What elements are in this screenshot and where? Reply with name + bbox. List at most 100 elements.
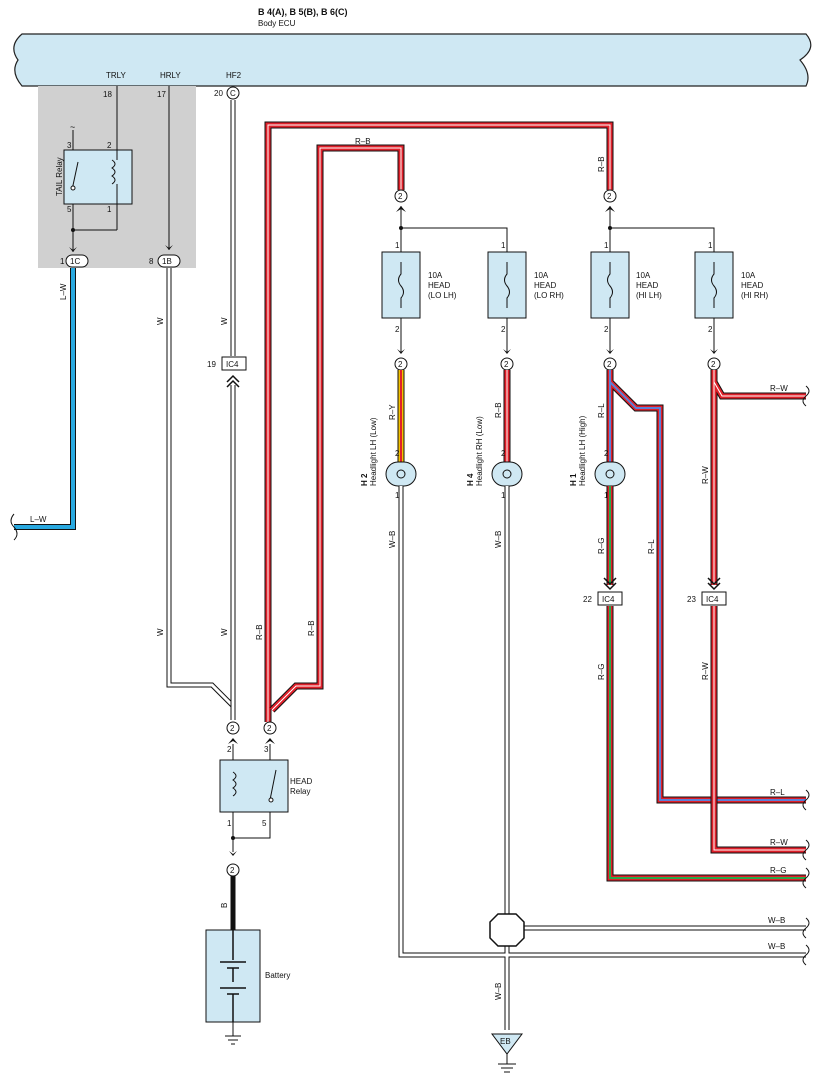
svg-text:(HI LH): (HI LH)	[636, 291, 662, 300]
tail-relay-pin1: 1	[107, 205, 112, 214]
pin-hf2: HF2	[226, 71, 242, 80]
svg-text:2: 2	[604, 325, 609, 334]
pin-hf2-conn: C	[230, 89, 236, 98]
ecu-name: Body ECU	[258, 19, 296, 28]
svg-text:Battery: Battery	[265, 971, 290, 980]
connector-1b	[157, 254, 181, 268]
connector-1c-label: 1C	[70, 257, 80, 266]
svg-text:10A: 10A	[534, 271, 549, 280]
wire-label-rw-3: R–W	[701, 662, 710, 680]
svg-text:(LO RH): (LO RH)	[534, 291, 564, 300]
tail-relay-wave: ~	[70, 122, 75, 132]
ground-eb	[491, 1033, 523, 1055]
headlight-rh-low: 2 1 H 4 Headlight RH (Low)	[466, 416, 523, 500]
svg-text:(HI RH): (HI RH)	[741, 291, 768, 300]
svg-text:10A: 10A	[428, 271, 443, 280]
connector-ic4-19	[221, 356, 247, 371]
svg-text:2: 2	[398, 192, 403, 201]
svg-text:1: 1	[501, 491, 506, 500]
wire-label-wb-1: W–B	[388, 531, 397, 548]
pin-trly: TRLY	[106, 71, 127, 80]
tail-relay-label: TAIL Relay	[55, 157, 64, 196]
wire-label-rb-4: R–B	[307, 620, 316, 636]
svg-text:HEAD: HEAD	[636, 281, 658, 290]
wire-label-rb-1: R–B	[355, 137, 371, 146]
fuse-head-hi-rh: 1 2 10A HEAD (HI RH)	[694, 241, 768, 334]
pin-18: 18	[103, 90, 112, 99]
battery: Battery	[205, 929, 290, 1023]
svg-text:H 2: H 2	[360, 473, 369, 486]
svg-text:Headlight LH (High): Headlight LH (High)	[578, 415, 587, 486]
connector-2-hi-top	[603, 189, 617, 203]
svg-text:Headlight LH (Low): Headlight LH (Low)	[369, 417, 378, 486]
ground-splice	[489, 913, 525, 947]
svg-text:2: 2	[711, 360, 716, 369]
svg-text:2: 2	[230, 724, 235, 733]
svg-text:2: 2	[398, 360, 403, 369]
connector-1b-label: 1B	[162, 257, 172, 266]
svg-text:2: 2	[395, 325, 400, 334]
tail-relay-pin3: 3	[67, 141, 72, 150]
wire-label-w-2: W	[220, 317, 229, 325]
pin-20: 20	[214, 89, 223, 98]
svg-text:10A: 10A	[636, 271, 651, 280]
wire-label-lw-2: L–W	[30, 515, 47, 524]
svg-text:5: 5	[262, 819, 267, 828]
svg-text:1: 1	[395, 491, 400, 500]
svg-text:1: 1	[395, 241, 400, 250]
svg-text:1: 1	[227, 819, 232, 828]
connector-ic4-23	[701, 591, 727, 606]
svg-text:2: 2	[504, 360, 509, 369]
wire-label-rb-2: R–B	[597, 156, 606, 172]
ground-eb-label: EB	[500, 1037, 511, 1046]
connector-1c	[65, 254, 89, 268]
svg-text:2: 2	[604, 449, 609, 458]
pin-hf2-circle	[226, 86, 240, 100]
svg-text:2: 2	[501, 325, 506, 334]
wire-label-rg-2: R–G	[597, 664, 606, 680]
svg-text:HEAD: HEAD	[534, 281, 556, 290]
wire-label-rb-3: R–B	[255, 624, 264, 640]
ic4-23-num: 23	[687, 595, 696, 604]
svg-text:IC4: IC4	[706, 595, 719, 604]
wire-label-rw-1: R–W	[770, 384, 788, 393]
svg-text:Headlight RH (Low): Headlight RH (Low)	[475, 416, 484, 486]
ic4-19-num: 19	[207, 360, 216, 369]
svg-text:H 4: H 4	[466, 473, 475, 486]
wire-label-lw-1: L–W	[59, 283, 68, 300]
svg-text:2: 2	[395, 449, 400, 458]
svg-text:2: 2	[607, 360, 612, 369]
battery-ground-icon	[225, 1022, 241, 1045]
tail-relay-pin2: 2	[107, 141, 112, 150]
ecu-connectors: B 4(A), B 5(B), B 6(C)	[258, 7, 348, 17]
svg-text:3: 3	[264, 745, 269, 754]
tail-relay	[63, 149, 133, 205]
conn-1b-num: 8	[149, 257, 154, 266]
svg-text:HEAD: HEAD	[741, 281, 763, 290]
wire-label-wb-4: W–B	[768, 942, 785, 951]
connector-2-relay-w	[226, 721, 240, 735]
fuse-head-lo-rh: 1 2 10A HEAD (LO RH)	[487, 241, 564, 334]
fuse-head-hi-lh: 1 2 10A HEAD (HI LH)	[590, 241, 662, 334]
svg-text:IC4: IC4	[602, 595, 615, 604]
wire-label-wb-3: W–B	[768, 916, 785, 925]
svg-text:Relay: Relay	[290, 787, 310, 796]
wire-label-b: B	[220, 903, 229, 908]
svg-text:HEAD: HEAD	[290, 777, 312, 786]
svg-text:H 1: H 1	[569, 473, 578, 486]
wire-label-rw-4: R–W	[770, 838, 788, 847]
svg-text:2: 2	[267, 724, 272, 733]
svg-text:2: 2	[501, 449, 506, 458]
body-ecu-bus	[13, 33, 812, 87]
head-relay: 2 3 HEAD Relay 1 5	[219, 744, 312, 852]
svg-text:(LO LH): (LO LH)	[428, 291, 457, 300]
svg-text:1: 1	[501, 241, 506, 250]
wire-label-w-3: W	[156, 628, 165, 636]
wire-label-w-4: W	[220, 628, 229, 636]
wire-label-rl-2: R–L	[647, 539, 656, 554]
wire-label-rw-2: R–W	[701, 466, 710, 484]
headlight-lh-high: 2 1 H 1 Headlight LH (High)	[569, 415, 626, 500]
wire-label-rb-5: R–B	[494, 402, 503, 418]
